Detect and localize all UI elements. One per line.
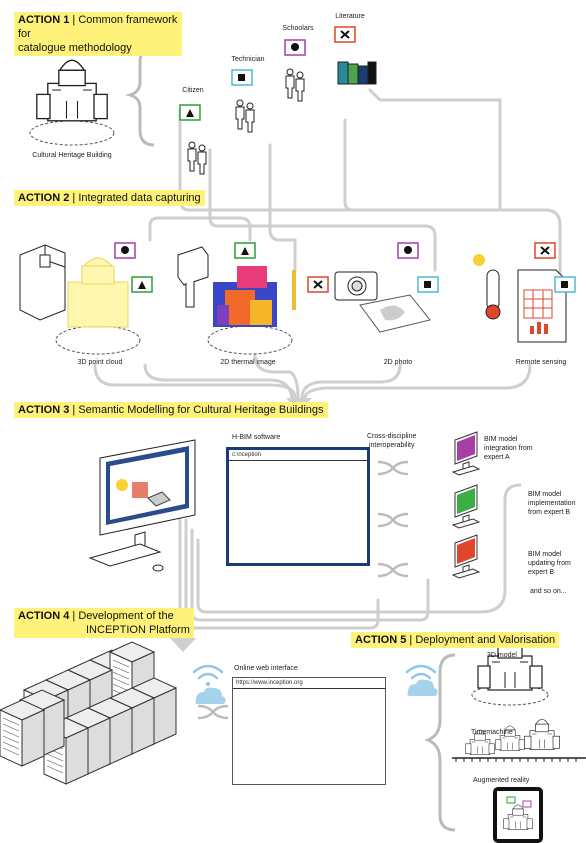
action-3-banner: ACTION 3 | Semantic Modelling for Cultur… <box>14 402 328 418</box>
web-window: https://www.inception.org <box>232 677 386 785</box>
expert-a-line-1: BIM model <box>484 436 518 443</box>
and-so-on-label: and so on... <box>530 588 567 595</box>
cross-line-1: Cross-discipline <box>367 433 417 440</box>
hbim-path: c:\nception <box>232 452 262 458</box>
action-5-title: Deployment and Valorisation <box>415 634 556 646</box>
expert-b-line-3: from expert B <box>528 509 571 516</box>
expert-c-line-3: expert B <box>528 569 555 576</box>
action-1-title-line1: Common framework for <box>18 14 178 40</box>
expert-b-label: BIM model implementation from expert B <box>528 490 575 517</box>
action-5-number: ACTION 5 <box>355 634 407 646</box>
expert-b-line-1: BIM model <box>528 491 562 498</box>
action-2-number: ACTION 2 <box>18 192 70 204</box>
hbim-window: c:\nception <box>226 447 370 566</box>
action-4-number: ACTION 4 <box>18 610 70 622</box>
action-4-banner: ACTION 4 | Development of the INCEPTION … <box>14 608 194 638</box>
web-url[interactable]: https://www.inception.org <box>236 680 303 686</box>
action-4-title-line1: Development of the <box>78 610 174 622</box>
action-5-banner: ACTION 5 | Deployment and Valorisation <box>351 632 560 648</box>
timemachine-label: Timemachine <box>471 729 513 736</box>
building-label: Cultural Heritage Building <box>32 152 112 159</box>
action-2-banner: ACTION 2 | Integrated data capturing <box>14 190 205 206</box>
point-cloud-label: 3D point cloud <box>77 359 123 366</box>
expert-b-line-2: implementation <box>528 500 576 507</box>
cross-discipline-label: Cross-discipline interoperability <box>367 432 416 450</box>
expert-c-label: BIM model updating from expert B <box>528 550 571 577</box>
cross-line-2: interoperability <box>368 442 415 449</box>
expert-a-line-2: integration from <box>484 445 533 452</box>
action-1-title-line2: catalogue methodology <box>18 42 132 54</box>
hbim-path-bar: c:\nception <box>229 450 367 461</box>
photo-label: 2D photo <box>383 359 413 366</box>
expert-c-line-2: updating from <box>528 560 571 567</box>
thermal-label: 2D thermal image <box>220 359 276 366</box>
action-3-title: Semantic Modelling for Cultural Heritage… <box>78 404 324 416</box>
remote-sensing-label: Remote sensing <box>515 359 567 366</box>
action-3-number: ACTION 3 <box>18 404 70 416</box>
action-2-title: Integrated data capturing <box>78 192 201 204</box>
hbim-software-label: H-BIM software <box>232 434 281 441</box>
action-4-title-line2: INCEPTION Platform <box>86 624 190 636</box>
scholars-label: Schoolars <box>282 25 314 32</box>
augmented-reality-label: Augmented reality <box>473 777 530 784</box>
web-interface-label: Online web interface <box>234 665 298 672</box>
expert-c-line-1: BIM model <box>528 551 562 558</box>
action-1-number: ACTION 1 <box>18 14 70 26</box>
model-3d-label: 3D model <box>487 652 517 659</box>
expert-a-label: BIM model integration from expert A <box>484 435 533 462</box>
action-1-banner: ACTION 1 | Common framework for catalogu… <box>14 12 182 56</box>
technician-label: Technician <box>231 56 265 63</box>
literature-label: Literature <box>335 13 365 20</box>
citizen-label: Citizen <box>182 87 204 94</box>
web-url-bar: https://www.inception.org <box>233 678 385 689</box>
expert-a-line-3: expert A <box>484 454 510 461</box>
